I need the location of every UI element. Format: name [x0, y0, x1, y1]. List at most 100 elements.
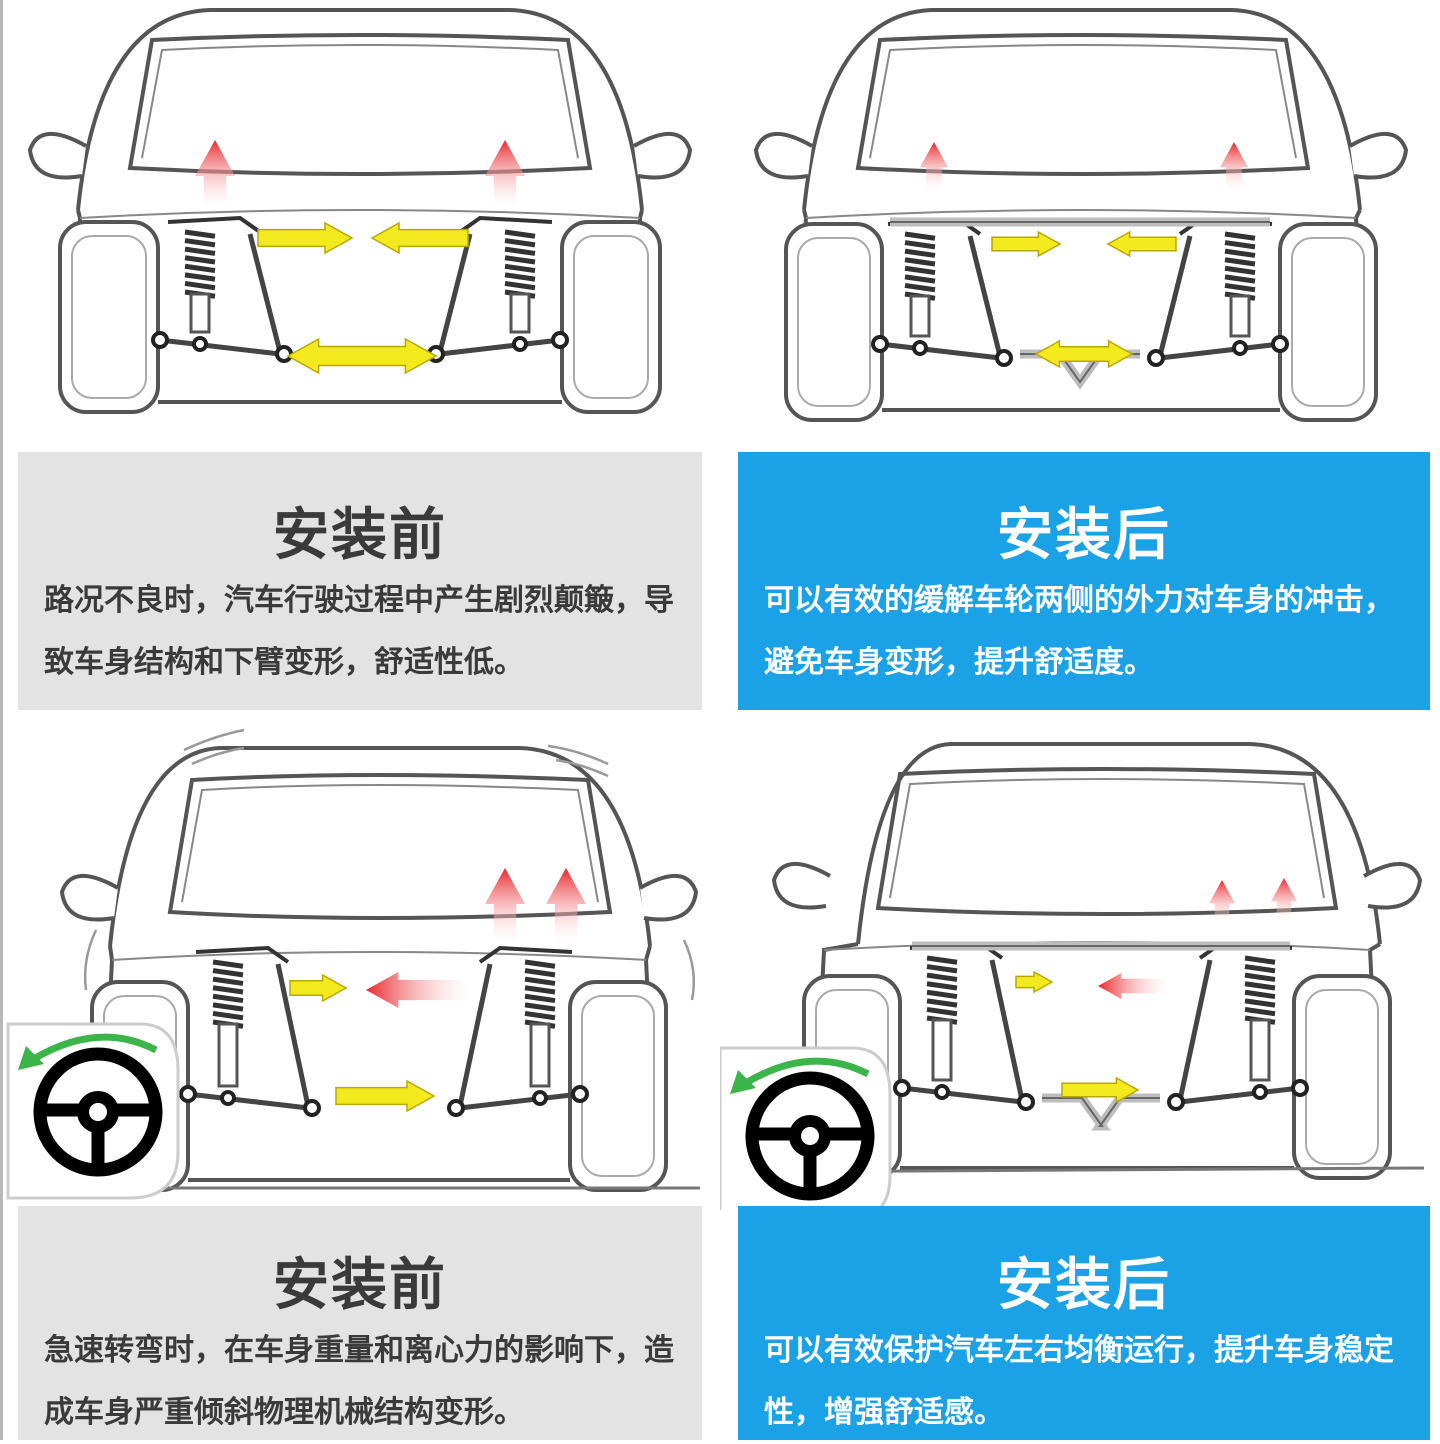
- car-illustration-after-turning: [720, 742, 1425, 1210]
- caption-title: 安装后: [997, 503, 1171, 568]
- right-wheel: [1278, 222, 1378, 422]
- right-top-mount: [458, 215, 553, 234]
- motion-line: [191, 746, 245, 766]
- left-coil-spring: [904, 231, 936, 301]
- caption-box: 安装前 路况不良时，汽车行驶过程中产生剧烈颠簸，导致车身结构和下臂变形，舒适性低…: [18, 452, 702, 710]
- right-strut: [1229, 294, 1251, 338]
- caption-box: 安装前 急速转弯时，在车身重量和离心力的影响下，造成车身严重倾斜物理机械结构变形…: [18, 1206, 702, 1440]
- caption-text: 可以有效保护汽车左右均衡运行，提升车身稳定性，增强舒适感。: [764, 1333, 1394, 1430]
- force-arrow-inward-right: [370, 221, 469, 255]
- windshield: [855, 33, 1311, 176]
- left-mirror: [771, 861, 831, 910]
- left-knuckle: [275, 963, 311, 1107]
- car-roof: [856, 742, 1382, 945]
- turn-arrow-icon: [30, 1033, 158, 1063]
- right-wheel: [1292, 974, 1392, 1180]
- left-strut-joint: [220, 1090, 236, 1106]
- right-knuckle: [457, 963, 493, 1107]
- left-mirror: [27, 131, 87, 180]
- left-strut: [909, 294, 931, 338]
- force-arrow-up-left: [485, 868, 525, 942]
- left-strut: [189, 292, 211, 334]
- caption-box: 安装后 可以有效的缓解车轮两侧的外力对车身的冲击，避免车身变形，提升舒适度。: [738, 452, 1430, 710]
- left-lower-arm: [159, 337, 281, 357]
- car-illustration-before-straight: [27, 8, 693, 414]
- caption-box: 安装后 可以有效保护汽车左右均衡运行，提升车身稳定性，增强舒适感。: [738, 1206, 1430, 1440]
- motion-line: [547, 744, 609, 766]
- right-lower-arm: [439, 337, 561, 357]
- left-top-mount: [167, 215, 262, 234]
- car-illustration-before-turning: [6, 728, 700, 1200]
- panel-before-straight: 安装前 路况不良时，汽车行驶过程中产生剧烈颠簸，导致车身结构和下臂变形，舒适性低…: [0, 0, 720, 720]
- force-arrow-lateral: [335, 1079, 436, 1113]
- right-lower-arm: [459, 1091, 581, 1111]
- right-inner-joint: [447, 1099, 465, 1117]
- car-roof: [108, 746, 652, 947]
- right-wheel-inner: [573, 235, 649, 399]
- turn-arrow-head: [18, 1046, 44, 1070]
- left-lower-arm: [901, 1085, 1023, 1105]
- lower-tie-bar-edge: [1042, 1097, 1160, 1127]
- force-arrow-up-right: [485, 140, 525, 206]
- left-wheel: [58, 220, 160, 414]
- hood-line: [79, 209, 641, 219]
- motion-line: [555, 758, 609, 778]
- right-outer-joint: [551, 331, 569, 349]
- right-coil-spring: [524, 959, 556, 1029]
- hood-line: [805, 209, 1357, 219]
- left-knuckle: [989, 959, 1025, 1101]
- left-wheel: [784, 222, 884, 422]
- right-coil-spring: [1224, 231, 1256, 301]
- right-inner-joint: [1147, 349, 1165, 367]
- left-inner-joint: [1017, 1093, 1035, 1111]
- left-inner-joint: [303, 1099, 321, 1117]
- caption-title: 安装前: [273, 503, 447, 568]
- force-arrow-inward-left: [991, 230, 1062, 258]
- left-outer-joint: [893, 1079, 911, 1097]
- right-top-mount: [478, 945, 573, 964]
- left-strut: [217, 1022, 239, 1088]
- windshield-inner: [181, 784, 599, 903]
- left-inner-joint: [995, 349, 1013, 367]
- windshield-inner: [889, 778, 1325, 899]
- left-wheel-inner: [71, 235, 147, 399]
- force-arrow-up-left: [920, 142, 948, 190]
- right-strut-joint: [1252, 1084, 1268, 1100]
- turn-arrow-head: [730, 1070, 756, 1094]
- windshield: [167, 773, 613, 920]
- right-knuckle: [437, 233, 473, 353]
- hood-line: [111, 951, 647, 961]
- force-arrow-up-right: [1271, 878, 1297, 920]
- left-outer-joint: [179, 1085, 197, 1103]
- right-wheel: [560, 220, 662, 414]
- right-strut: [529, 1022, 551, 1088]
- motion-line: [682, 939, 695, 1001]
- left-strut-joint: [912, 340, 928, 356]
- left-lower-arm: [187, 1091, 309, 1111]
- left-knuckle: [247, 233, 283, 353]
- left-coil-spring: [184, 229, 216, 299]
- force-arrow-centrifugal: [366, 972, 470, 1008]
- right-outer-joint: [1271, 335, 1289, 353]
- steering-wheel-icon: [745, 1071, 875, 1201]
- force-arrow-inward-left: [289, 973, 348, 1003]
- steering-hub: [789, 1115, 831, 1157]
- right-knuckle: [1157, 235, 1193, 357]
- right-outer-joint: [571, 1085, 589, 1103]
- caption-title: 安装后: [997, 1253, 1171, 1318]
- force-arrow-lateral: [1061, 1076, 1140, 1104]
- right-strut-joint: [512, 336, 528, 352]
- caption-text: 可以有效的缓解车轮两侧的外力对车身的冲击，避免车身变形，提升舒适度。: [764, 583, 1394, 680]
- car-roof: [76, 8, 644, 211]
- steering-hub: [77, 1091, 119, 1133]
- left-mirror: [753, 131, 813, 180]
- right-mirror: [633, 131, 693, 180]
- caption-text: 急速转弯时，在车身重量和离心力的影响下，造成车身严重倾斜物理机械结构变形。: [44, 1333, 674, 1430]
- panel-after-turning: 安装后 可以有效保护汽车左右均衡运行，提升车身稳定性，增强舒适感。: [720, 720, 1440, 1440]
- right-outer-joint: [1291, 1079, 1309, 1097]
- right-mirror: [1363, 861, 1423, 910]
- force-arrow-inward-right: [1106, 230, 1177, 258]
- force-arrow-lateral: [286, 337, 438, 375]
- force-arrow-lateral: [1034, 339, 1134, 369]
- right-mirror: [1349, 131, 1409, 180]
